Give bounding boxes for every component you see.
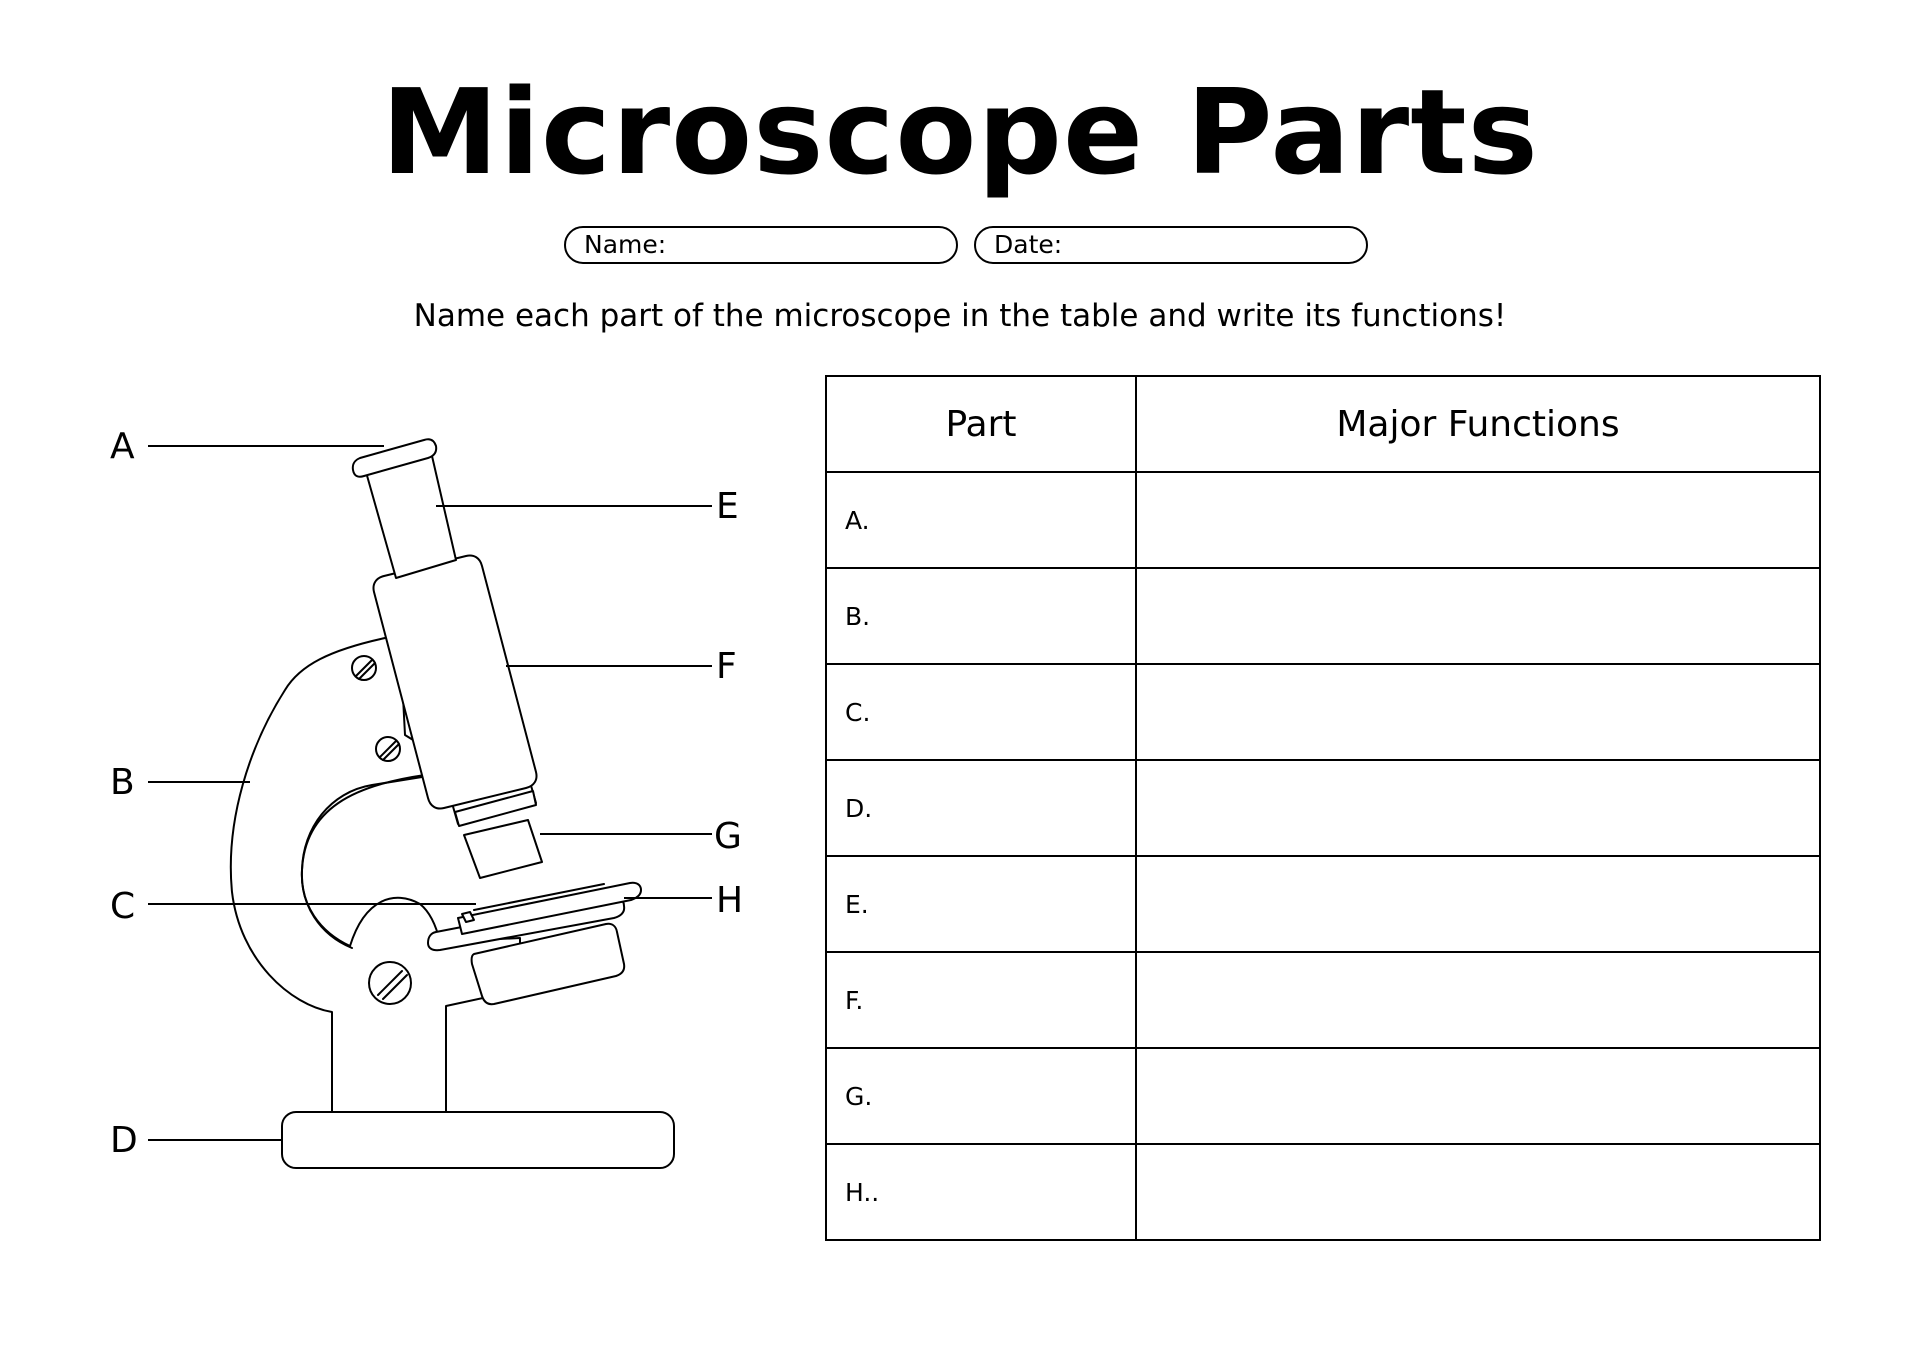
slide-edge: [473, 883, 605, 911]
arm-inner-curve: [300, 774, 426, 949]
focus-knob-icon: [368, 961, 412, 1005]
microscope-slide: [457, 881, 642, 935]
part-cell[interactable]: E.: [825, 855, 1137, 953]
eyepiece-top: [351, 438, 438, 478]
function-cell[interactable]: [1135, 1143, 1821, 1241]
arm-screw-icon: [375, 736, 401, 762]
name-label: Name:: [584, 230, 667, 259]
function-cell[interactable]: [1135, 471, 1821, 569]
callout-label-d: D: [110, 1120, 138, 1161]
part-cell[interactable]: C.: [825, 663, 1137, 761]
worksheet-title: Microscope Parts: [381, 63, 1539, 201]
date-field[interactable]: Date:: [974, 226, 1368, 264]
microscope-diagram: A B C D E F G H: [110, 426, 743, 1169]
arm-screw-icon: [351, 655, 377, 681]
callout-label-h: H: [716, 880, 743, 921]
table-row: A.: [825, 471, 1821, 569]
table-row: G.: [825, 1047, 1821, 1145]
table-row: F.: [825, 951, 1821, 1049]
function-cell[interactable]: [1135, 951, 1821, 1049]
function-cell[interactable]: [1135, 567, 1821, 665]
part-cell[interactable]: A.: [825, 471, 1137, 569]
condenser-block: [470, 922, 626, 1006]
part-cell[interactable]: G.: [825, 1047, 1137, 1145]
callout-label-e: E: [716, 486, 739, 527]
column-header-part: Part: [825, 375, 1137, 473]
table-row: E.: [825, 855, 1821, 953]
date-label: Date:: [994, 230, 1063, 259]
stage-clip: [461, 911, 475, 923]
objective-lens: [463, 819, 543, 879]
table-row: B.: [825, 567, 1821, 665]
function-cell[interactable]: [1135, 855, 1821, 953]
instructions-text: Name each part of the microscope in the …: [413, 298, 1507, 334]
column-header-functions: Major Functions: [1135, 375, 1821, 473]
callout-label-c: C: [110, 886, 135, 927]
microscope-drawing: [229, 438, 675, 1169]
parts-table: Part Major Functions A. B. C. D. E. F.: [825, 375, 1821, 1241]
part-cell[interactable]: H..: [825, 1143, 1137, 1241]
callout-label-b: B: [110, 762, 135, 803]
table-row: C.: [825, 663, 1821, 761]
function-cell[interactable]: [1135, 759, 1821, 857]
callout-label-g: G: [714, 816, 742, 857]
nosepiece-lower: [454, 790, 537, 827]
part-cell[interactable]: F.: [825, 951, 1137, 1049]
function-cell[interactable]: [1135, 1047, 1821, 1145]
table-row: D.: [825, 759, 1821, 857]
part-cell[interactable]: B.: [825, 567, 1137, 665]
microscope-base: [281, 1111, 675, 1169]
body-tube: [372, 554, 538, 810]
table-row: H..: [825, 1143, 1821, 1241]
name-field[interactable]: Name:: [564, 226, 958, 264]
eyepiece-tube: [365, 455, 457, 579]
part-cell[interactable]: D.: [825, 759, 1137, 857]
function-cell[interactable]: [1135, 663, 1821, 761]
callout-label-a: A: [110, 426, 135, 467]
table-header-row: Part Major Functions: [825, 375, 1821, 473]
callout-leaders: [148, 445, 712, 1141]
callout-label-f: F: [716, 646, 737, 687]
